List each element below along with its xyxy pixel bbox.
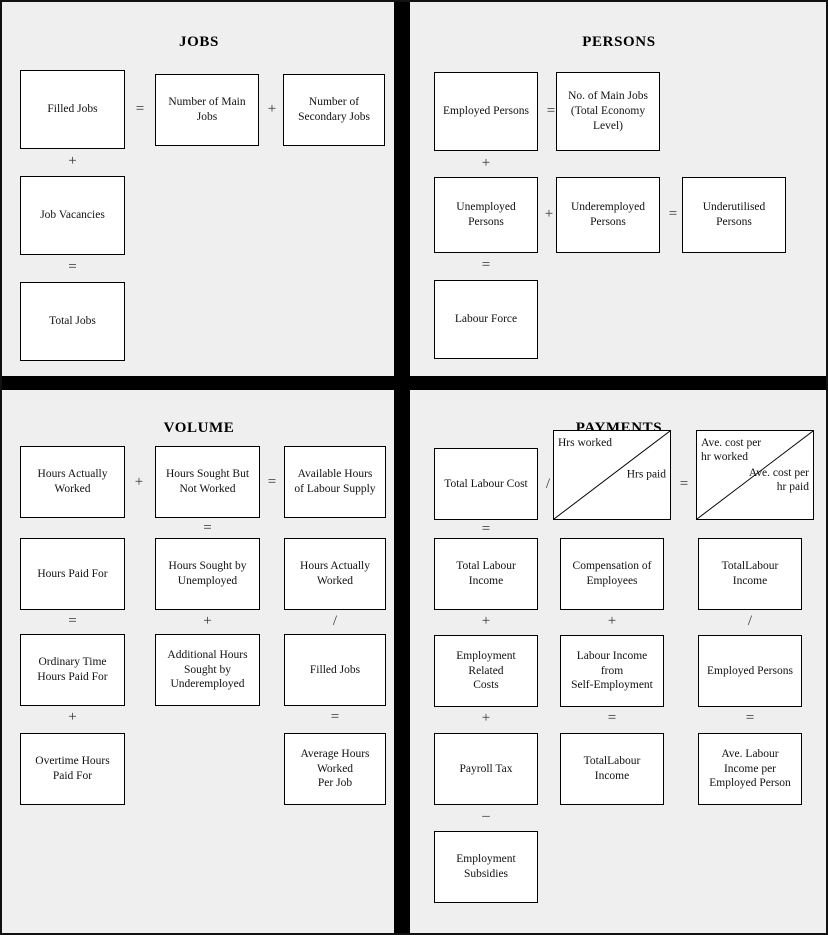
box-job-vacancies[interactable]: Job Vacancies <box>20 176 125 255</box>
box-ave-cost-per-hr-worked-paid[interactable]: Ave. cost per hr worked Ave. cost per hr… <box>696 430 814 520</box>
box-total-jobs[interactable]: Total Jobs <box>20 282 125 361</box>
quadrant-persons: PERSONS Employed Persons = No. of Main J… <box>410 4 826 376</box>
box-labour-income-from-self-employment[interactable]: Labour Income from Self-Employment <box>560 635 664 707</box>
box-underemployed-persons[interactable]: Underemployed Persons <box>556 177 660 253</box>
operator-plus-jobs-col1: + <box>68 153 77 169</box>
split-label-hrs-paid: Hrs paid <box>626 468 666 481</box>
box-hours-paid-for[interactable]: Hours Paid For <box>20 538 125 610</box>
operator-plus-persons-row2: + <box>544 206 554 222</box>
box-total-labour-income-col2[interactable]: TotalLabour Income <box>560 733 664 805</box>
box-employed-persons[interactable]: Employed Persons <box>434 72 538 151</box>
box-employed-persons-payments[interactable]: Employed Persons <box>698 635 802 707</box>
operator-plus-volume-col1-b: + <box>68 709 77 725</box>
box-payroll-tax[interactable]: Payroll Tax <box>434 733 538 805</box>
box-number-of-secondary-jobs[interactable]: Number of Secondary Jobs <box>283 74 385 146</box>
box-hours-actually-worked[interactable]: Hours Actually Worked <box>20 446 125 518</box>
box-underutilised-persons[interactable]: Underutilised Persons <box>682 177 786 253</box>
operator-plus-volume-row1: + <box>134 474 144 490</box>
box-hours-sought-by-unemployed[interactable]: Hours Sought by Unemployed <box>155 538 260 610</box>
operator-equals-volume-col2-a: = <box>203 520 212 536</box>
box-no-of-main-jobs-total-economy[interactable]: No. of Main Jobs (Total Economy Level) <box>556 72 660 151</box>
box-available-hours-of-labour-supply[interactable]: Available Hours of Labour Supply <box>284 446 386 518</box>
operator-plus-payments-col1-c: + <box>481 710 491 726</box>
box-average-hours-worked-per-job[interactable]: Average Hours Worked Per Job <box>284 733 386 805</box>
operator-equals-volume-row1: = <box>267 474 277 490</box>
diagonal-split-line-icon <box>697 431 813 519</box>
operator-divide-volume-col3-a: / <box>332 613 338 629</box>
quadrant-persons-title: PERSONS <box>582 34 656 50</box>
split-label-ave-cost-per-hr-worked: Ave. cost per hr worked <box>701 437 762 464</box>
box-total-labour-cost[interactable]: Total Labour Cost <box>434 448 538 520</box>
operator-equals-persons-col1: = <box>481 257 491 273</box>
operator-equals-volume-col1-a: = <box>68 613 77 629</box>
operator-equals-jobs-col1: = <box>68 259 77 275</box>
quadrant-payments: PAYMENTS Total Labour Cost / Hrs worked … <box>410 390 826 933</box>
box-unemployed-persons[interactable]: Unemployed Persons <box>434 177 538 253</box>
horizontal-divider <box>2 376 826 390</box>
box-ordinary-time-hours-paid-for[interactable]: Ordinary Time Hours Paid For <box>20 634 125 706</box>
split-label-ave-cost-per-hr-paid: Ave. cost per hr paid <box>748 466 809 493</box>
box-additional-hours-sought-by-underemployed[interactable]: Additional Hours Sought by Underemployed <box>155 634 260 706</box>
box-employment-related-costs[interactable]: Employment Related Costs <box>434 635 538 707</box>
quadrant-jobs-title: JOBS <box>179 34 219 50</box>
diagonal-split-line-icon <box>554 431 670 519</box>
box-labour-force[interactable]: Labour Force <box>434 280 538 359</box>
operator-plus-volume-col2-b: + <box>203 613 212 629</box>
box-compensation-of-employees[interactable]: Compensation of Employees <box>560 538 664 610</box>
operator-equals-payments-col1-a: = <box>481 521 491 537</box>
operator-equals-jobs-row1: = <box>135 101 145 117</box>
quadrant-jobs: JOBS Filled Jobs = Number of Main Jobs +… <box>4 4 394 376</box>
box-ave-labour-income-per-employed-person[interactable]: Ave. Labour Income per Employed Person <box>698 733 802 805</box>
box-overtime-hours-paid-for[interactable]: Overtime Hours Paid For <box>20 733 125 805</box>
operator-equals-persons-row1: = <box>546 103 556 119</box>
split-label-hrs-worked: Hrs worked <box>558 437 612 449</box>
box-hours-sought-but-not-worked[interactable]: Hours Sought But Not Worked <box>155 446 260 518</box>
box-employment-subsidies[interactable]: Employment Subsidies <box>434 831 538 903</box>
operator-plus-persons-col1: + <box>481 155 491 171</box>
operator-equals-persons-row2: = <box>668 206 678 222</box>
operator-equals-payments-col2-c: = <box>607 710 617 726</box>
box-hrs-worked-over-hrs-paid[interactable]: Hrs worked Hrs paid <box>553 430 671 520</box>
quadrant-volume: VOLUME Hours Actually Worked + Hours Sou… <box>4 390 394 933</box>
box-hours-actually-worked-2[interactable]: Hours Actually Worked <box>284 538 386 610</box>
operator-minus-payments-col1-d: – <box>482 808 490 824</box>
quadrant-volume-title: VOLUME <box>163 420 235 436</box>
operator-plus-payments-col2-b: + <box>607 613 617 629</box>
box-filled-jobs-volume[interactable]: Filled Jobs <box>284 634 386 706</box>
box-total-labour-income-col1[interactable]: Total Labour Income <box>434 538 538 610</box>
vertical-divider <box>394 2 410 933</box>
box-filled-jobs[interactable]: Filled Jobs <box>20 70 125 149</box>
operator-divide-payments-col3-b: / <box>747 613 753 629</box>
operator-equals-volume-col3-b: = <box>330 709 340 725</box>
operator-equals-payments-col3-c: = <box>745 710 755 726</box>
operator-divide-payments-row1: / <box>545 476 551 492</box>
box-number-of-main-jobs[interactable]: Number of Main Jobs <box>155 74 259 146</box>
box-total-labour-income-col3[interactable]: TotalLabour Income <box>698 538 802 610</box>
operator-plus-payments-col1-b: + <box>481 613 491 629</box>
operator-plus-jobs-row1: + <box>267 101 277 117</box>
operator-equals-payments-row1: = <box>679 476 689 492</box>
